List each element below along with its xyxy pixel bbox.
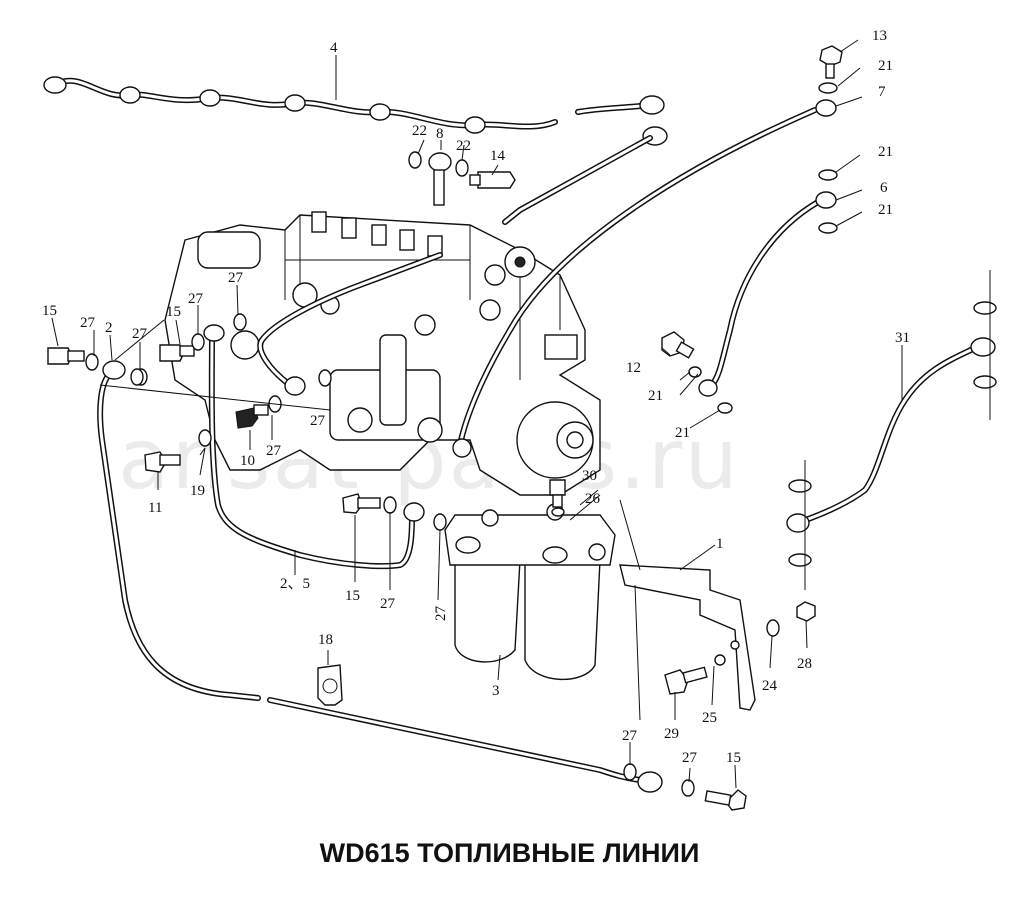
label-15: 15: [345, 588, 360, 604]
engine-block: [164, 211, 601, 496]
label-28: 28: [797, 656, 812, 672]
label-25: 25: [702, 710, 717, 726]
label-27: 27: [682, 750, 698, 766]
label-6: 6: [880, 180, 888, 196]
label-27: 27: [266, 443, 282, 459]
label-26: 26: [585, 491, 601, 507]
label-2: 2: [105, 320, 113, 336]
label-3: 3: [492, 683, 500, 699]
pipe-7: [452, 99, 837, 458]
label-4: 4: [330, 40, 338, 56]
leader-lines: [51, 39, 991, 789]
pipe-6: [698, 191, 837, 397]
diagram-title: WD615 ТОПЛИВНЫЕ ЛИНИИ: [319, 838, 700, 868]
pipe-31: [786, 337, 996, 533]
label-24: 24: [762, 678, 778, 694]
label-1: 1: [716, 536, 724, 552]
label-21: 21: [648, 388, 663, 404]
label-30: 30: [582, 468, 597, 484]
label-11: 11: [148, 500, 162, 516]
label-27: 27: [188, 291, 204, 307]
leak-off-line: [43, 76, 668, 225]
label-27: 27: [380, 596, 396, 612]
label-19: 19: [190, 483, 205, 499]
label-15: 15: [726, 750, 741, 766]
fasteners: [47, 45, 997, 811]
label-8: 8: [436, 126, 444, 142]
label-27: 27: [310, 413, 326, 429]
label-14: 14: [490, 148, 506, 164]
label-15: 15: [42, 303, 57, 319]
pipe-2: [97, 360, 663, 793]
pipe-2-5: [203, 252, 443, 570]
part-labels: 4 13 21 7 21 6 21 22 8 22 14 31 15 27 2 …: [42, 28, 910, 766]
label-27: 27: [433, 606, 449, 622]
label-27: 27: [622, 728, 638, 744]
label-27: 27: [80, 315, 96, 331]
label-21: 21: [878, 202, 893, 218]
label-15: 15: [166, 304, 181, 320]
label-2-5: 2、5: [280, 576, 310, 592]
clamp: [317, 664, 343, 706]
label-13: 13: [872, 28, 887, 44]
label-7: 7: [878, 84, 886, 100]
label-12: 12: [626, 360, 641, 376]
label-31: 31: [895, 330, 910, 346]
label-21: 21: [675, 425, 690, 441]
label-22: 22: [412, 123, 427, 139]
label-27: 27: [132, 326, 148, 342]
label-29: 29: [664, 726, 679, 742]
label-22: 22: [456, 138, 471, 154]
injector-nozzles: [311, 211, 443, 257]
label-18: 18: [318, 632, 333, 648]
fuel-filter: [444, 503, 616, 681]
label-21: 21: [878, 58, 893, 74]
filter-bracket: [619, 564, 756, 721]
label-21: 21: [878, 144, 893, 160]
label-10: 10: [240, 453, 255, 469]
label-27: 27: [228, 270, 244, 286]
